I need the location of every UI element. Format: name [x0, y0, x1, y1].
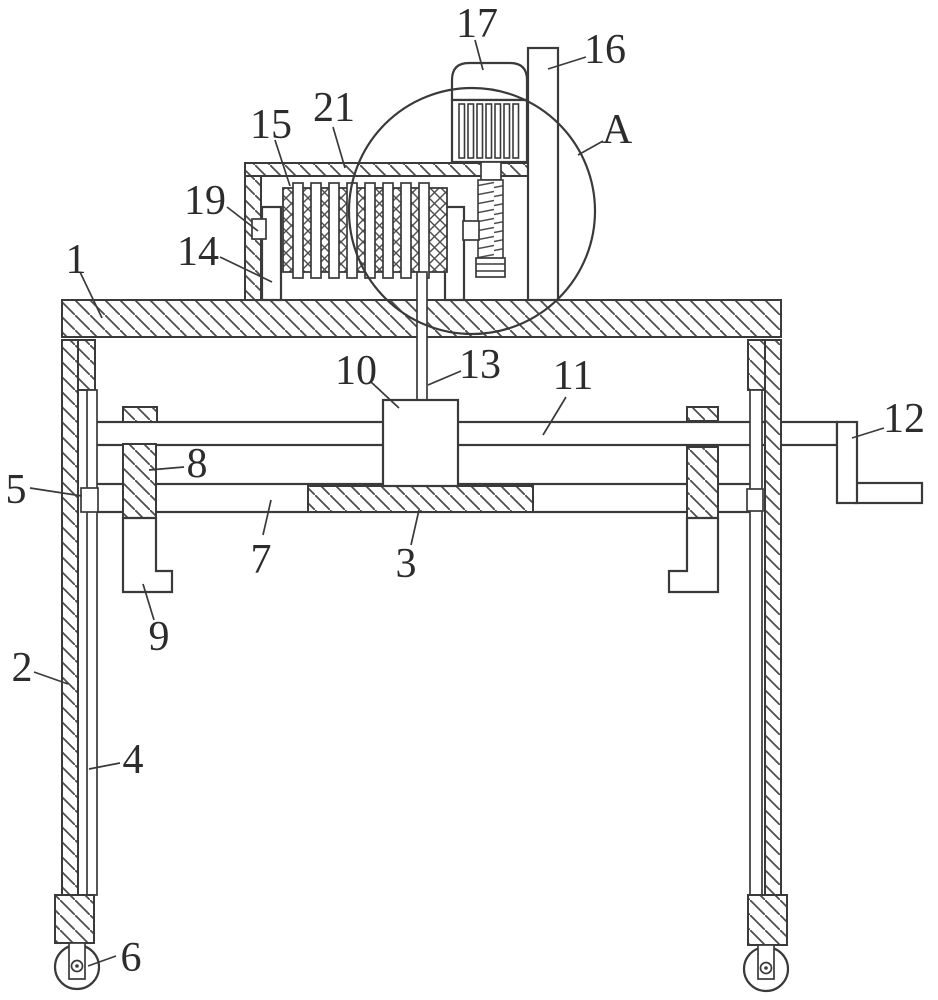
roller-bars — [292, 182, 430, 279]
guide-bracket-5-left — [80, 487, 99, 513]
left-clamp-body — [122, 443, 157, 519]
motor-17 — [450, 61, 529, 181]
left-caster-6 — [53, 942, 101, 991]
part-label-6: 6 — [121, 935, 142, 981]
slider-block-10 — [381, 398, 460, 488]
left-foot-block — [54, 894, 95, 944]
leader-line-21 — [332, 126, 346, 169]
part-label-5: 5 — [6, 467, 27, 513]
crank-handle-12 — [835, 420, 924, 505]
right-caster — [742, 944, 790, 993]
detail-circle-A — [347, 86, 597, 336]
part-label-17: 17 — [456, 1, 498, 47]
leader-line-7 — [262, 499, 272, 536]
part-label-A: A — [602, 107, 633, 153]
part-label-13: 13 — [459, 342, 501, 388]
screw-collar — [475, 257, 506, 278]
right-clamp — [667, 406, 720, 594]
leader-line-11 — [542, 396, 567, 436]
leader-line-6 — [87, 955, 117, 967]
right-leg-rod — [749, 389, 763, 896]
part-label-9: 9 — [149, 614, 170, 660]
leader-line-13 — [427, 370, 462, 386]
part-label-4: 4 — [123, 737, 144, 783]
leader-line-16 — [547, 56, 587, 70]
leader-line-12 — [851, 427, 885, 439]
leader-line-3 — [410, 509, 420, 546]
leader-line-17 — [474, 39, 484, 71]
left-clamp-8 — [121, 406, 174, 594]
right-clamp-cap — [686, 406, 719, 422]
left-clamp-cap — [122, 406, 158, 423]
leader-line-4 — [88, 762, 121, 770]
part-label-19: 19 — [184, 178, 226, 224]
leader-line-2 — [33, 671, 69, 685]
right-clamp-body — [686, 446, 719, 519]
part-label-7: 7 — [251, 537, 272, 583]
leader-line-1 — [79, 271, 103, 319]
right-leg — [742, 339, 790, 993]
housing-shell-21 — [244, 162, 529, 301]
part-label-12: 12 — [883, 396, 925, 442]
left-leg-rod-4 — [86, 389, 98, 896]
part-label-1: 1 — [66, 237, 87, 283]
part-label-2: 2 — [12, 645, 33, 691]
part-label-15: 15 — [250, 102, 292, 148]
support-post-16 — [526, 46, 560, 302]
part-label-14: 14 — [177, 229, 219, 275]
guide-bracket-5-right — [746, 488, 764, 512]
leader-line-9 — [142, 583, 155, 621]
right-leg-outer — [764, 339, 782, 946]
spring-roller-15 — [282, 182, 448, 279]
leader-line-A — [577, 140, 604, 156]
motor-cap — [450, 61, 529, 102]
right-foot-block — [747, 894, 788, 946]
leader-line-8 — [148, 466, 185, 471]
left-leg-2 — [53, 339, 101, 991]
left-leg-outer-2 — [61, 339, 79, 944]
part-label-10: 10 — [335, 348, 377, 394]
motor-shaft — [480, 161, 502, 181]
part-label-16: 16 — [584, 27, 626, 73]
part-label-21: 21 — [313, 85, 355, 131]
crank-arm — [835, 420, 859, 505]
screw-rod — [475, 179, 506, 278]
leader-line-5 — [29, 487, 83, 497]
right-connector-stub — [462, 220, 480, 241]
leader-line-19 — [226, 206, 259, 232]
crank-grip — [853, 481, 924, 505]
leader-line-10 — [370, 381, 400, 409]
part-label-3: 3 — [396, 541, 417, 587]
connector-stub-19 — [251, 218, 267, 240]
workpiece-3 — [307, 485, 534, 513]
leader-line-14 — [219, 256, 273, 283]
part-label-11: 11 — [553, 353, 593, 399]
motor-fins — [458, 103, 520, 159]
connecting-rod-13 — [416, 271, 428, 401]
part-label-8: 8 — [187, 441, 208, 487]
right-clamp-foot — [667, 516, 720, 594]
leader-line-15 — [274, 139, 291, 187]
left-clamp-foot-9 — [121, 516, 174, 594]
